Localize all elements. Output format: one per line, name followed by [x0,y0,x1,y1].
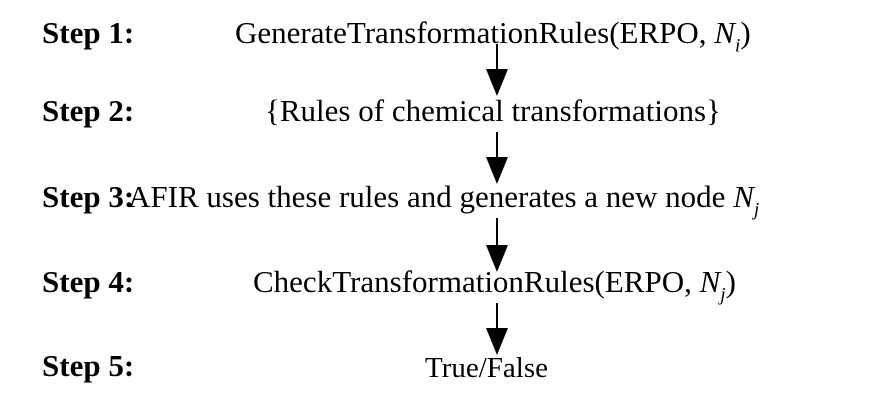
arrow-down-icon [486,218,508,272]
arrow-down-icon [486,132,508,184]
step-4-variable-subscript: j [720,284,726,306]
step-3-text: AFIR uses these rules and generates a ne… [128,179,734,214]
step-2-label: Step 2: [42,93,135,128]
step-1-variable-subscript: i [734,35,741,57]
step-1-text-post: ) [740,15,751,50]
arrow-shaft [496,303,498,335]
step-4-text: CheckTransformationRules(ERPO, [253,264,700,299]
arrow-head [486,69,508,96]
step-1-text: GenerateTransformationRules(ERPO, [235,15,715,50]
step-2-text: {Rules of chemical transformations} [265,93,721,128]
arrow-down-icon [486,303,508,355]
step-3-label: Step 3: [42,179,135,214]
step-5-content: True/False [425,352,548,385]
arrow-down-icon [486,44,508,96]
step-3-variable: N [733,179,754,214]
step-1-content: GenerateTransformationRules(ERPO, Ni) [235,15,751,57]
arrow-head [486,328,508,355]
arrow-shaft [496,132,498,164]
step-3-content: AFIR uses these rules and generates a ne… [128,179,760,221]
step-2-content: {Rules of chemical transformations} [265,93,721,128]
step-4-content: CheckTransformationRules(ERPO, Nj) [253,264,736,306]
step-1-variable: N [714,15,735,50]
arrow-shaft [496,44,498,76]
step-3-variable-subscript: j [753,199,760,221]
arrow-head [486,245,508,272]
arrow-shaft [496,218,498,252]
step-5-text: True/False [425,352,548,384]
step-1-label: Step 1: [42,15,135,50]
arrow-head [486,157,508,184]
step-4-label: Step 4: [42,264,135,299]
step-5-label: Step 5: [42,348,135,383]
step-4-text-post: ) [725,264,736,299]
step-4-variable: N [699,264,721,299]
